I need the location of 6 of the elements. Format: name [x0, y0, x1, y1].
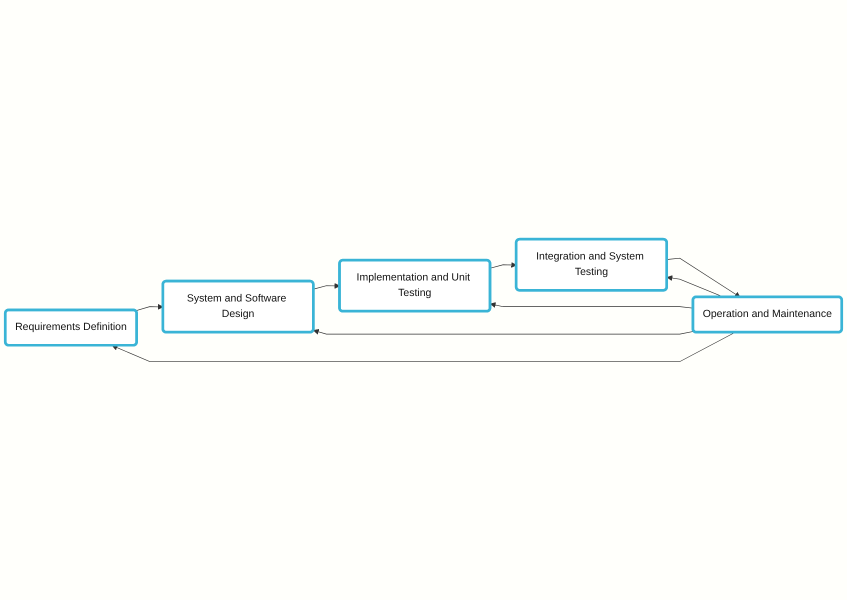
- arrow: [313, 328, 694, 334]
- arrow: [666, 257, 740, 297]
- arrow: [490, 262, 517, 268]
- arrow: [313, 282, 340, 290]
- arrow: [112, 332, 736, 362]
- arrow: [135, 304, 164, 311]
